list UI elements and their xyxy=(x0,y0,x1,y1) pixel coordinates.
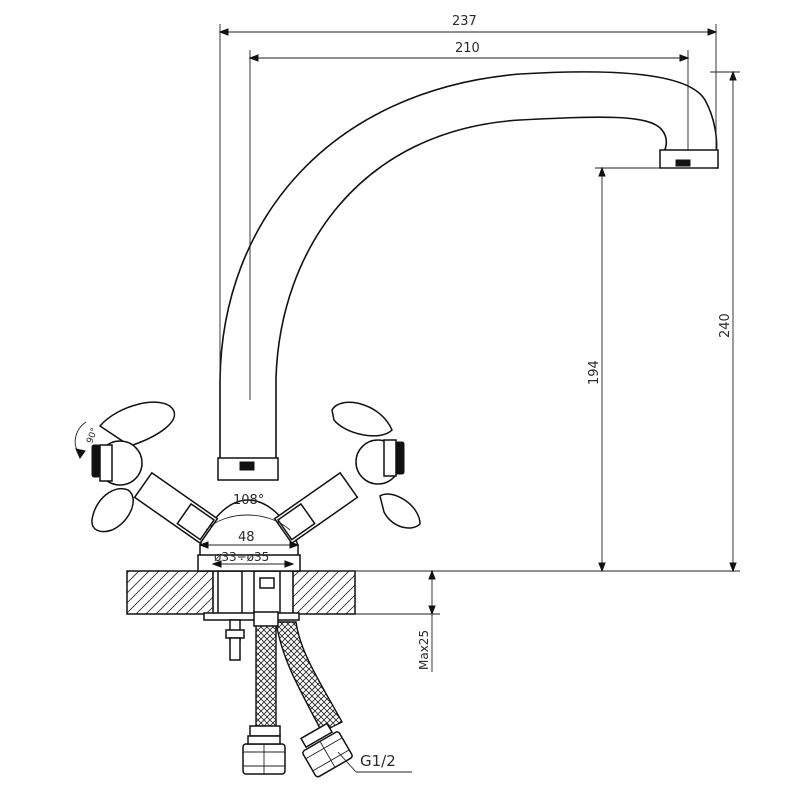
total-height-label: 240 xyxy=(718,313,733,338)
spout xyxy=(219,71,719,460)
handle-angle-label: 108° xyxy=(233,493,264,508)
hole-diameter-label: ø33÷ø35 xyxy=(214,550,269,564)
angle-arc: 108° xyxy=(205,493,291,531)
mounting-hardware xyxy=(203,570,300,661)
right-valve-handle xyxy=(273,401,421,545)
overall-width-label: 237 xyxy=(452,14,477,29)
width-dimensions: 237 210 xyxy=(218,14,718,400)
rotation-angle-label: 90° xyxy=(85,427,100,445)
counter-thickness-dimension: Max25 xyxy=(355,569,440,672)
hose-thread-callout: G1/2 xyxy=(337,751,412,773)
spout-height-label: 194 xyxy=(587,360,602,385)
hose-thread-label: G1/2 xyxy=(360,752,396,770)
flexible-hoses xyxy=(242,611,353,778)
height-dimensions: 240 194 xyxy=(300,70,740,573)
left-valve-handle xyxy=(91,401,219,545)
body-width-label: 48 xyxy=(238,530,255,545)
max-thickness-label: Max25 xyxy=(417,630,431,670)
base-dimensions: 48 ø33÷ø35 xyxy=(198,530,300,568)
spout-reach-label: 210 xyxy=(455,41,480,56)
